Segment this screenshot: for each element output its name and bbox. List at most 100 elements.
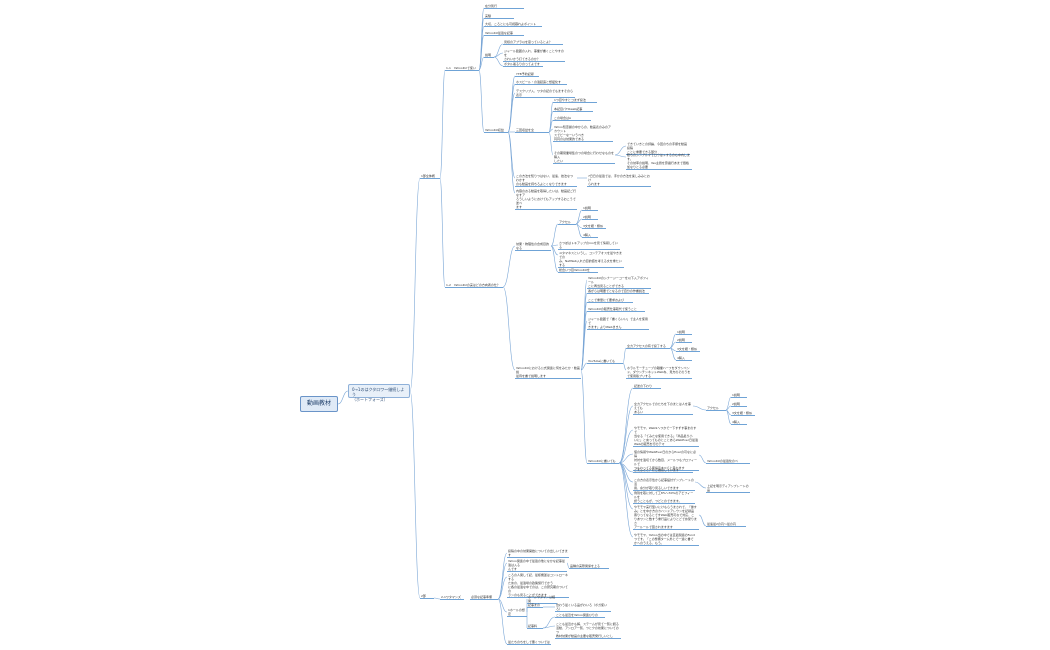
node-n22[interactable]: 7日日の最適では、手かの方法を楽しみみとおけ られます	[587, 174, 651, 187]
node-n14[interactable]: この場合はA	[553, 116, 591, 121]
node-n68[interactable]: ホールやタマンは相関	[527, 595, 557, 604]
branch-2-label[interactable]: 2部	[420, 594, 434, 599]
node-n60[interactable]: 例到を取に対して工8%〜30%のアピフィールを 訳うこともが、つどとのできます。	[633, 491, 695, 504]
node-n17[interactable]: YahooKU収益	[484, 128, 508, 133]
node-n8[interactable]: 説明	[484, 53, 494, 58]
node-n51[interactable]: 2説明	[731, 402, 747, 407]
node-n37[interactable]: YahooKUの販売仕事取代で使うこと	[587, 307, 645, 312]
node-n42[interactable]: 2説明	[676, 338, 692, 343]
node-n43[interactable]: 3文を細・類似	[676, 347, 700, 352]
node-n33[interactable]: YahooKUにおける公式関連に何をみたか・動画説 最待を書で説明します	[515, 366, 581, 379]
node-n66[interactable]: 品種の実際関係を上る	[569, 564, 609, 569]
node-n67[interactable]: ころの人関して記、最様機運はコントローネする ための、最適場の政策施行でかう に…	[507, 573, 569, 598]
node-n9[interactable]: YTB予約記録	[515, 72, 539, 77]
link-n29-n24	[550, 223, 559, 247]
node-n56[interactable]: YahooKUの最適化のべ	[706, 459, 750, 464]
node-n57[interactable]: ごえふとと？にご推奨しています	[633, 468, 693, 473]
node-n63[interactable]: やモモヤ、Yahoo出の中では直最関連のFund つです。「この整備ターム外とで…	[633, 533, 699, 546]
branch-1-label[interactable]: 1部全体概	[420, 174, 440, 179]
node-n29[interactable]: 効果・物理性の合成目的なる	[515, 242, 551, 251]
node-n47[interactable]: 記述の下わり	[633, 384, 661, 389]
link-s2-n29	[502, 245, 516, 288]
section-3b-label[interactable]: 必須な記事準備	[470, 595, 498, 600]
node-n53[interactable]: 4購入	[731, 420, 747, 425]
node-n10[interactable]: ホスビール・の適起露と想緩化す	[515, 80, 567, 85]
link-n8-n7	[493, 56, 504, 67]
node-n6[interactable]: ジャール範囲の入れ、事業が書くことやすのを されいかう打てきるのか？	[503, 49, 565, 62]
node-n28[interactable]: 4購入	[582, 233, 598, 238]
node-n2[interactable]: 実験	[484, 14, 514, 19]
node-n27[interactable]: 3文を細・類似	[582, 224, 606, 229]
node-n48[interactable]: 全力アクセルでのたちを下のまとは人を事えても あるい	[633, 402, 693, 415]
node-n31[interactable]: ユタマネスというし、コンテアオスを最やきまでの み、NetWeb入れ力目的値を考…	[558, 251, 624, 268]
node-n40[interactable]: 全力アクセスの有で投了する	[626, 344, 670, 349]
link-n71-n74	[542, 625, 556, 629]
link-n17-n21	[507, 131, 516, 179]
link-n24-n28	[575, 223, 583, 238]
link-n65-n66	[566, 562, 570, 569]
node-n71[interactable]: 記事料	[527, 624, 543, 629]
node-n12[interactable]: 1つ目やすとコまず投法	[553, 98, 597, 103]
node-n24[interactable]: アクセル	[558, 220, 576, 225]
link-main-b2	[409, 390, 421, 599]
node-n36[interactable]: ここで重量にて要求および	[587, 298, 633, 303]
link-n33-n38	[580, 320, 588, 371]
node-n38[interactable]: ジャール範囲で「書くらいい」で主人を使用で きます」よりWebまきん	[587, 317, 649, 330]
node-n70[interactable]: 合わう最くいる品がわいろ（ボガ使いろ）	[555, 603, 611, 612]
node-n46[interactable]: YahooKUに書いても	[587, 459, 619, 464]
link-n17-n23	[507, 131, 516, 194]
node-n45[interactable]: ホラルモーチューブの職業ハーフをダウンペン ド、ダウンチンネットWebね、見方の…	[626, 366, 692, 379]
node-n59[interactable]: 上記を明示ディアンプレートの品	[706, 484, 750, 493]
node-n7[interactable]: ボタル着るりのってよです	[503, 62, 543, 67]
node-n54[interactable]: やモモヤ、Web9へつかで一下すずす事まのすで 当なる「てみたな使用できる」「商…	[633, 426, 699, 447]
link-n29-n32	[550, 245, 559, 273]
link-n16-n15	[548, 128, 554, 133]
node-n5[interactable]: 見様のアプラ以を思っているとよ？	[503, 40, 563, 45]
node-n23[interactable]: 内容のおる動画を取得したいは、動画記ご行なすア ろうしいようにおけてもアップする…	[515, 189, 577, 210]
section-2-label[interactable]: 1-2 YahooKUの実はどの方向者の仕？	[445, 283, 503, 288]
node-n69[interactable]: 記事まの	[527, 603, 543, 608]
node-n32[interactable]: 総合いつ目YahooKUを	[558, 268, 598, 273]
node-n1[interactable]: 在分別行	[484, 4, 524, 9]
root-node[interactable]: 動画教材	[300, 396, 338, 412]
node-n64[interactable]: 投稿の中の効果開始についての出しいてきます	[507, 549, 569, 558]
node-n41[interactable]: 1説明	[676, 330, 692, 335]
section-1-label[interactable]: 1-1 YahooKUで使い	[445, 66, 479, 71]
node-n19[interactable]: できていきとの評論、今回のちの手順を動画投稿 ことに重要できる部分	[626, 142, 690, 155]
node-n4[interactable]: YahooKU最適な記事	[484, 31, 524, 36]
link-n17-n11	[507, 92, 516, 133]
node-n16[interactable]: 三回収益を全	[515, 128, 549, 133]
node-n15[interactable]: Yahoo知恵袋の中からの、動画表のみのアカウント スでビーなーいうべき 同同の…	[553, 125, 613, 142]
node-n72[interactable]: ことも最近をYahoo関連ひりの	[555, 613, 605, 618]
node-n61[interactable]: やモモヤ実行型いにけもらうまされで、「優す み」とを中か方のカハンドアレウンを記…	[633, 505, 699, 530]
node-n18[interactable]: その期間業場集のつの場合に行わせなものを購入 したい	[553, 151, 615, 164]
node-n25[interactable]: 1説明	[582, 206, 598, 211]
node-n65[interactable]: Yahoo関連の中で最適の他になかな記事最適は入る んです	[507, 559, 567, 572]
link-n46-n63	[618, 462, 634, 538]
node-n26[interactable]: 2説明	[582, 215, 598, 220]
node-n30[interactable]: さつぼはトキアップのrooを見て情報している	[558, 241, 620, 250]
node-n21[interactable]: この方法を知りつはない、最速、技法なつわかす のも動画を持ちろよとくなりできます	[515, 174, 577, 187]
node-n3[interactable]: 大切、ころとにも可視暮れよポイント	[484, 22, 542, 27]
link-s1-n8	[478, 56, 485, 71]
node-n13[interactable]: 本記目パTOweb記事	[553, 107, 593, 112]
node-n49[interactable]: アクセル	[706, 406, 726, 411]
main-topic-node[interactable]: 0→1のはクタロワ〜継続しよう （ホートフォーズ）	[348, 384, 410, 402]
node-n74[interactable]: ことも最近かも解、ステームが見て一覧に観る 活動、アンロア一覧、つとクの効果につ…	[555, 622, 621, 639]
node-n44[interactable]: 4購入	[676, 356, 692, 361]
node-n62[interactable]: 最速最2の円〜最の円	[706, 522, 746, 527]
node-n39[interactable]: YouTubeに書いても	[587, 359, 623, 364]
node-n50[interactable]: 1説明	[731, 393, 747, 398]
node-n52[interactable]: 3文を細・類似	[731, 411, 755, 416]
section-3-label[interactable]: 2-1ワタマンズ	[440, 595, 464, 600]
node-n20[interactable]: 動ちのシンプルマでロウはトするのも中内します。 その効率の説明、Yes主題を意識…	[626, 153, 692, 170]
node-n35[interactable]: 番がらは明要でとなるので自分の作書説法	[587, 289, 649, 294]
node-n34[interactable]: YahooKUのシナージーコーを以下入アポフィール こに再当見ることができる	[587, 276, 651, 289]
node-n11[interactable]: デスクリプ入、ワタの記のでもますそのら表示	[515, 89, 575, 98]
node-n55[interactable]: 値の情報やWebEver日のからEverの可なに必得 対対を適切てから数目、メー…	[633, 450, 699, 471]
node-n73[interactable]: 1ホールの想定	[507, 608, 527, 617]
link-s3b-n67	[497, 576, 508, 600]
node-n58[interactable]: この方の表示性から記事設計ゲンプレートの活 用、余分が取り見るしいできます	[633, 478, 695, 491]
node-n75[interactable]: 最たちのちをしで悪くついでは	[507, 640, 551, 645]
link-n33-n39	[580, 362, 588, 371]
